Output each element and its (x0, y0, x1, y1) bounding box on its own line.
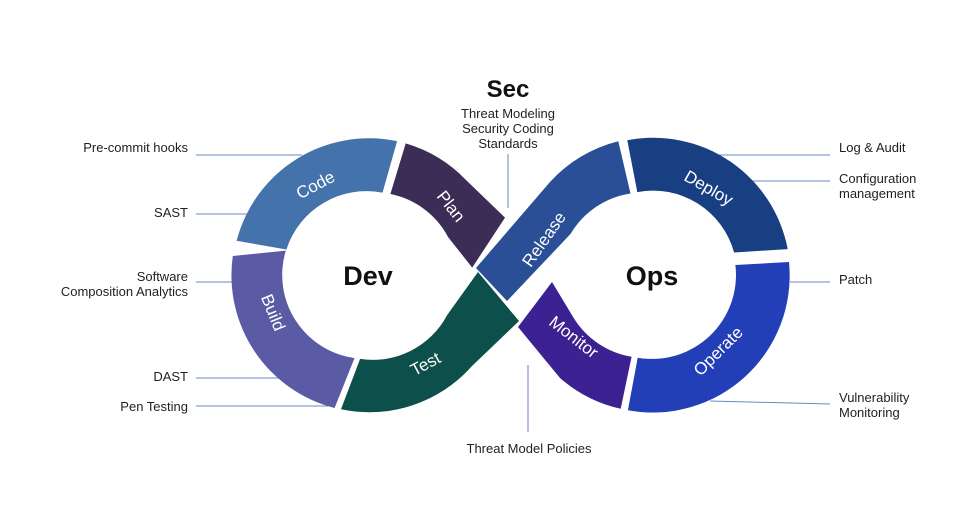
note-configuration: Configuration (839, 171, 917, 186)
note-software: Software (136, 269, 188, 284)
note-sast: SAST (154, 205, 188, 220)
left-loop (231, 138, 519, 413)
note-dast: DAST (153, 369, 188, 384)
note-log-audit: Log & Audit (839, 140, 906, 155)
segment-release[interactable] (476, 141, 631, 301)
note-pen-testing: Pen Testing (120, 399, 188, 414)
segment-code[interactable] (236, 138, 398, 250)
right-loop (476, 137, 790, 413)
sec-title: Sec (486, 76, 530, 103)
segment-monitor[interactable] (518, 282, 632, 409)
note-pre-commit-hooks: Pre-commit hooks (83, 140, 188, 155)
segment-deploy[interactable] (627, 137, 788, 253)
connector-vulnerability (709, 400, 831, 405)
center-ops: Ops (626, 261, 679, 291)
segment-build[interactable] (231, 250, 355, 408)
sec-note-2: Security Coding (462, 121, 554, 136)
note-monitoring: Monitoring (839, 405, 900, 420)
sec-note-3: Standards (478, 136, 538, 151)
segment-test[interactable] (341, 272, 519, 413)
segment-plan[interactable] (390, 143, 505, 268)
connector-lines (196, 154, 831, 432)
sec-note-1: Threat Modeling (461, 106, 555, 121)
segment-operate[interactable] (627, 262, 790, 413)
note-management: management (839, 186, 915, 201)
note-patch: Patch (839, 272, 873, 287)
note-vulnerability: Vulnerability (839, 390, 910, 405)
center-dev: Dev (343, 261, 393, 291)
note-composition-analytics: Composition Analytics (60, 284, 188, 299)
note-threat-model-policies: Threat Model Policies (466, 441, 592, 456)
